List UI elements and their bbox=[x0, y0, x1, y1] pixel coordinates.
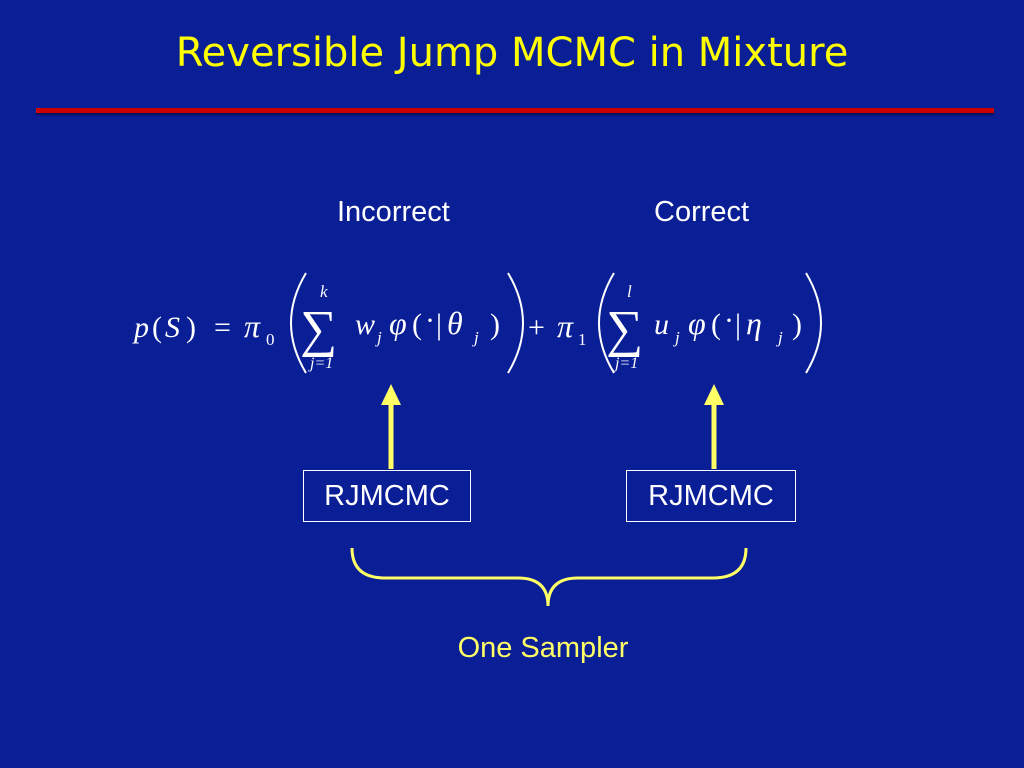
incorrect-label: Incorrect bbox=[337, 196, 450, 228]
correct-label: Correct bbox=[654, 196, 750, 228]
left-bar: | bbox=[436, 308, 442, 341]
right-sum-sigma: ∑ bbox=[606, 301, 643, 358]
right-group-open-paren bbox=[598, 272, 615, 374]
left-theta-j: j bbox=[472, 328, 479, 347]
left-group-open-paren bbox=[290, 272, 307, 374]
right-bar: | bbox=[735, 308, 741, 341]
one-sampler-label: One Sampler bbox=[457, 632, 629, 664]
left-phi-close: ) bbox=[490, 308, 500, 341]
right-phi-close: ) bbox=[792, 308, 802, 341]
right-group-close-paren bbox=[805, 272, 822, 374]
left-arrow bbox=[381, 384, 401, 469]
right-phi: φ bbox=[688, 305, 706, 341]
left-theta: θ bbox=[447, 305, 463, 341]
left-phi: φ bbox=[389, 305, 407, 341]
pi-zero-subscript: 0 bbox=[266, 330, 275, 349]
title-underline bbox=[36, 108, 994, 113]
left-weight-w: w bbox=[355, 308, 375, 341]
right-weight-j: j bbox=[673, 328, 680, 347]
lhs-S: S bbox=[165, 311, 180, 344]
slide-title: Reversible Jump MCMC in Mixture bbox=[175, 30, 849, 76]
left-sum-upper: k bbox=[320, 282, 328, 301]
right-sum-upper: l bbox=[627, 282, 632, 301]
pi-zero: π bbox=[244, 308, 261, 344]
lhs-close-paren: ) bbox=[186, 311, 196, 344]
rjmcmc-box-left: RJMCMC bbox=[303, 470, 471, 522]
right-sum-lower: j=1 bbox=[613, 355, 638, 372]
right-weight-u: u bbox=[654, 308, 669, 341]
lhs-open-paren: ( bbox=[152, 311, 162, 344]
equals-sign: = bbox=[214, 311, 231, 344]
left-sum-lower: j=1 bbox=[308, 355, 333, 372]
right-dot: · bbox=[724, 304, 734, 337]
right-arrow bbox=[704, 384, 724, 469]
plus-sign: + bbox=[528, 311, 545, 344]
left-dot: · bbox=[425, 304, 435, 337]
left-sum-sigma: ∑ bbox=[300, 301, 337, 358]
lhs-p: p bbox=[132, 311, 149, 344]
right-eta: η bbox=[746, 305, 762, 341]
rjmcmc-box-right: RJMCMC bbox=[626, 470, 796, 522]
right-phi-open: ( bbox=[711, 308, 721, 341]
pi-one: π bbox=[557, 308, 574, 344]
left-phi-open: ( bbox=[412, 308, 422, 341]
pi-one-subscript: 1 bbox=[578, 330, 587, 349]
left-group-close-paren bbox=[507, 272, 524, 374]
sampler-brace bbox=[350, 547, 748, 607]
left-weight-j: j bbox=[375, 328, 382, 347]
right-eta-j: j bbox=[776, 328, 783, 347]
